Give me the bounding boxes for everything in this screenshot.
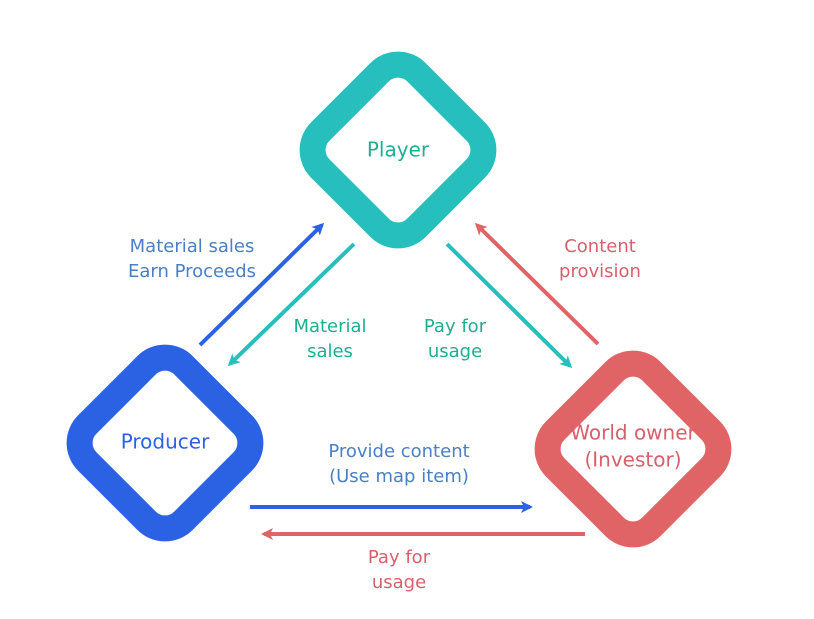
world-owner-sublabel: (Investor)	[584, 448, 681, 472]
arrow-world-owner-to-player	[474, 222, 600, 346]
node-player: Player	[299, 51, 497, 249]
arrow-player-to-producer	[227, 242, 356, 367]
node-world-owner: World owner (Investor)	[534, 350, 732, 548]
edge-label-producer-to-world-owner-2: (Use map item)	[329, 466, 469, 487]
edge-label-player-to-producer-2: sales	[307, 341, 353, 362]
arrow-player-to-world-owner	[445, 242, 573, 369]
edge-label-producer-to-player-2: Earn Proceeds	[128, 261, 256, 282]
edge-label-player-to-producer: Material	[293, 316, 366, 337]
arrow-producer-to-player	[198, 222, 325, 347]
player-label: Player	[367, 138, 430, 162]
edge-label-player-to-world-owner-2: usage	[428, 341, 482, 362]
edge-label-world-owner-to-producer: Pay for	[368, 547, 431, 568]
edge-label-producer-to-world-owner: Provide content	[328, 441, 469, 462]
edge-label-world-owner-to-player-2: provision	[559, 261, 641, 282]
node-producer: Producer	[66, 344, 264, 542]
edge-label-world-owner-to-player: Content	[564, 236, 636, 257]
edge-label-world-owner-to-producer-2: usage	[372, 572, 426, 593]
edge-label-producer-to-player: Material sales	[130, 236, 255, 257]
producer-label: Producer	[121, 430, 210, 454]
edge-label-player-to-world-owner: Pay for	[424, 316, 487, 337]
world-owner-label: World owner	[570, 421, 696, 445]
